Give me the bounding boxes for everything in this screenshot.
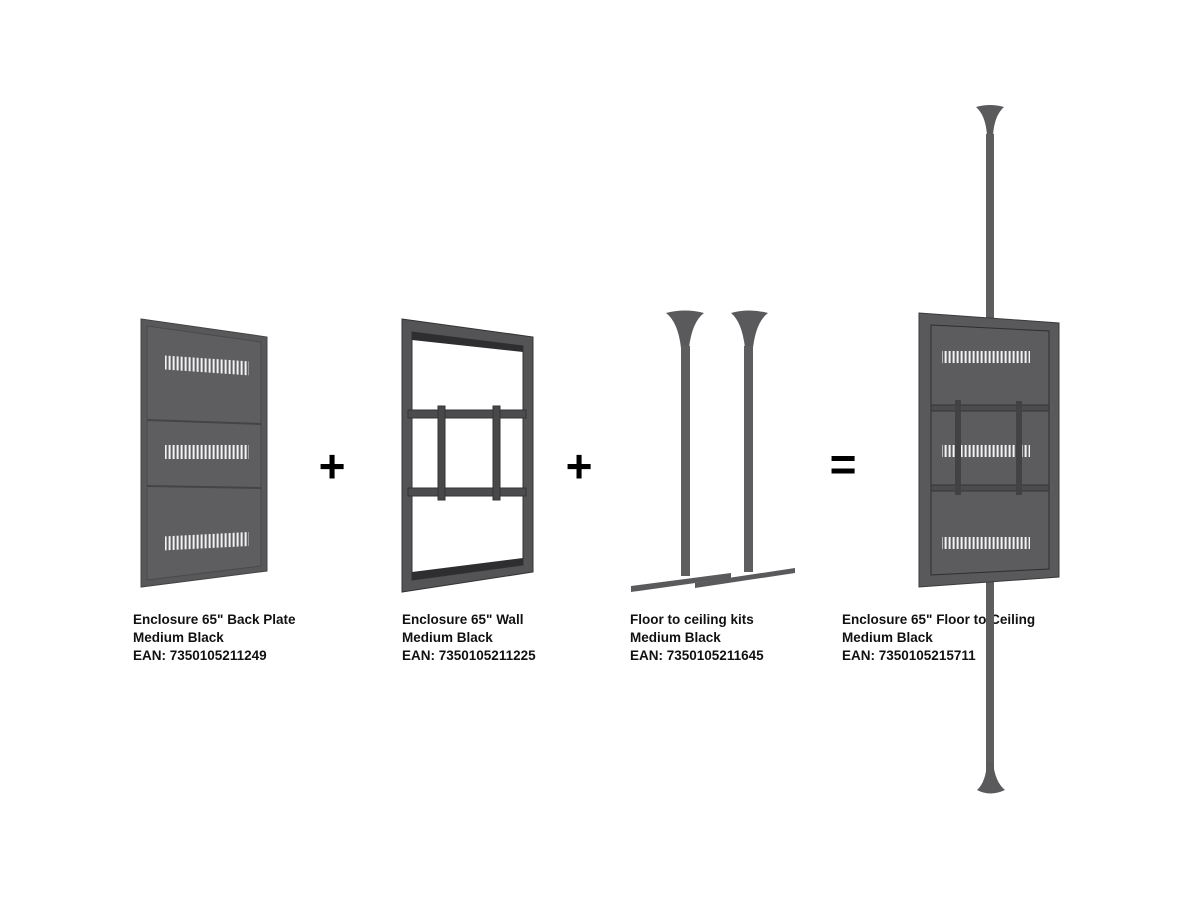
caption-wall: Enclosure 65" Wall Medium Black EAN: 735… — [402, 611, 536, 665]
product-color: Medium Black — [133, 630, 224, 645]
equals-operator: = — [829, 438, 857, 490]
floor-to-ceiling-enclosure-image — [918, 105, 1060, 794]
product-color: Medium Black — [842, 630, 933, 645]
product-ean: EAN: 7350105211645 — [630, 648, 764, 663]
product-ean: EAN: 7350105215711 — [842, 648, 976, 663]
product-name: Enclosure 65" Floor to Ceiling — [842, 612, 1036, 627]
product-color: Medium Black — [402, 630, 493, 645]
plus-operator-2: + — [565, 440, 593, 492]
plus-operator-1: + — [318, 440, 346, 492]
wall-enclosure-image — [401, 318, 534, 593]
product-ean: EAN: 7350105211249 — [133, 648, 267, 663]
floor-to-ceiling-kit-image — [631, 310, 795, 592]
back-plate-image — [140, 318, 268, 588]
caption-back-plate: Enclosure 65" Back Plate Medium Black EA… — [133, 611, 295, 665]
product-ean: EAN: 7350105211225 — [402, 648, 536, 663]
caption-floor-to-ceiling: Enclosure 65" Floor to Ceiling Medium Bl… — [842, 611, 1035, 665]
caption-floor-kit: Floor to ceiling kits Medium Black EAN: … — [630, 611, 764, 665]
product-name: Enclosure 65" Back Plate — [133, 612, 296, 627]
product-name: Enclosure 65" Wall — [402, 612, 524, 627]
product-color: Medium Black — [630, 630, 721, 645]
product-name: Floor to ceiling kits — [630, 612, 754, 627]
